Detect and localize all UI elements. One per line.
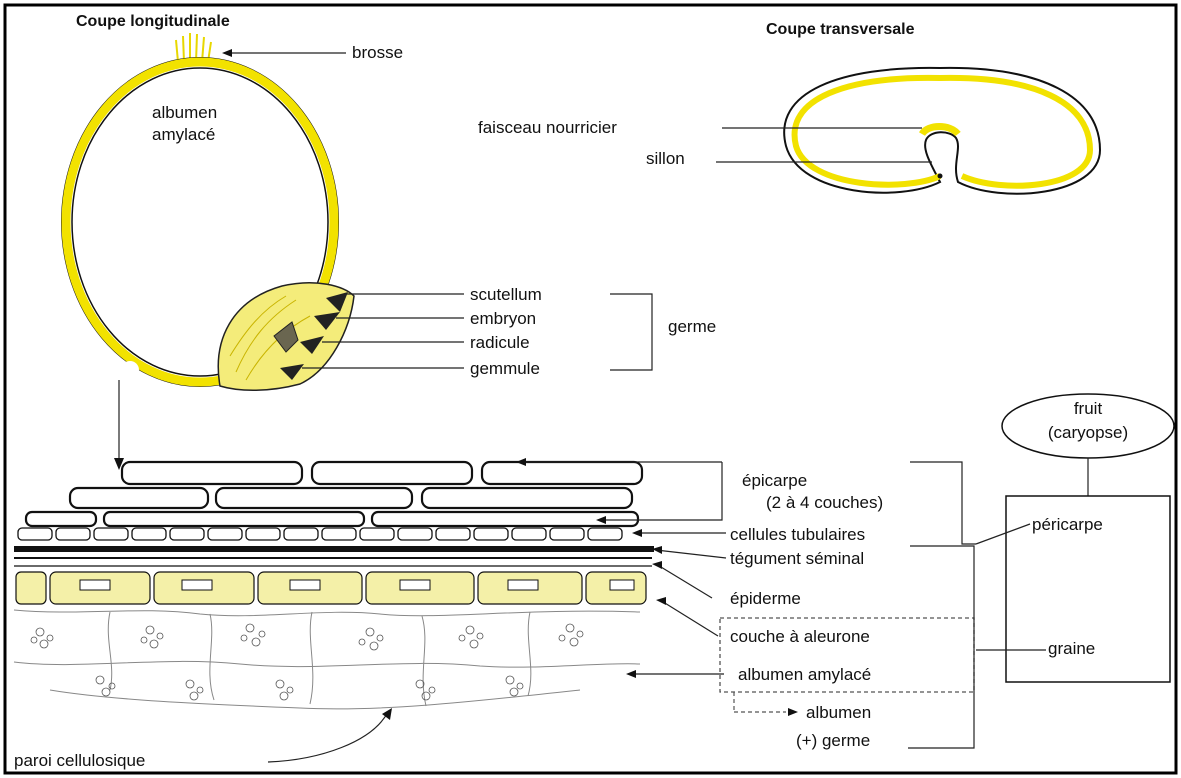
label-paroi: paroi cellulosique <box>14 751 145 770</box>
longitudinal-section: Coupe longitudinale brosse albumen amyla… <box>62 13 716 470</box>
label-amylace: amylacé <box>152 125 215 144</box>
tissue-section: épicarpe (2 à 4 couches) cellules tubula… <box>14 458 976 770</box>
label-aleurone: couche à aleurone <box>730 627 870 646</box>
label-epicarpe: épicarpe <box>742 471 807 490</box>
label-epicarpe-couches: (2 à 4 couches) <box>766 493 883 512</box>
label-albumen: albumen <box>806 703 871 722</box>
label-albumen-amylace: albumen amylacé <box>738 665 871 684</box>
label-gemmule: gemmule <box>470 359 540 378</box>
label-scutellum: scutellum <box>470 285 542 304</box>
title-transverse: Coupe transversale <box>766 21 915 38</box>
title-longitudinal: Coupe longitudinale <box>76 13 230 30</box>
label-sillon: sillon <box>646 149 685 168</box>
label-brosse: brosse <box>352 43 403 62</box>
label-fruit: fruit <box>1074 399 1103 418</box>
hierarchy: fruit (caryopse) péricarpe graine <box>976 394 1174 682</box>
germe-bracket <box>610 294 652 370</box>
label-caryopse: (caryopse) <box>1048 423 1128 442</box>
label-pericarpe: péricarpe <box>1032 515 1103 534</box>
label-albumen: albumen <box>152 103 217 122</box>
label-embryon: embryon <box>470 309 536 328</box>
label-radicule: radicule <box>470 333 530 352</box>
sample-point <box>121 361 139 379</box>
label-germe-plus: (+) germe <box>796 731 870 750</box>
label-graine: graine <box>1048 639 1095 658</box>
label-epiderme: épiderme <box>730 589 801 608</box>
transverse-section: Coupe transversale faisceau nourricier s… <box>478 21 1100 194</box>
label-tegument: tégument séminal <box>730 549 864 568</box>
label-germe: germe <box>668 317 716 336</box>
label-faisceau: faisceau nourricier <box>478 118 617 137</box>
label-cellules-tubulaires: cellules tubulaires <box>730 525 865 544</box>
